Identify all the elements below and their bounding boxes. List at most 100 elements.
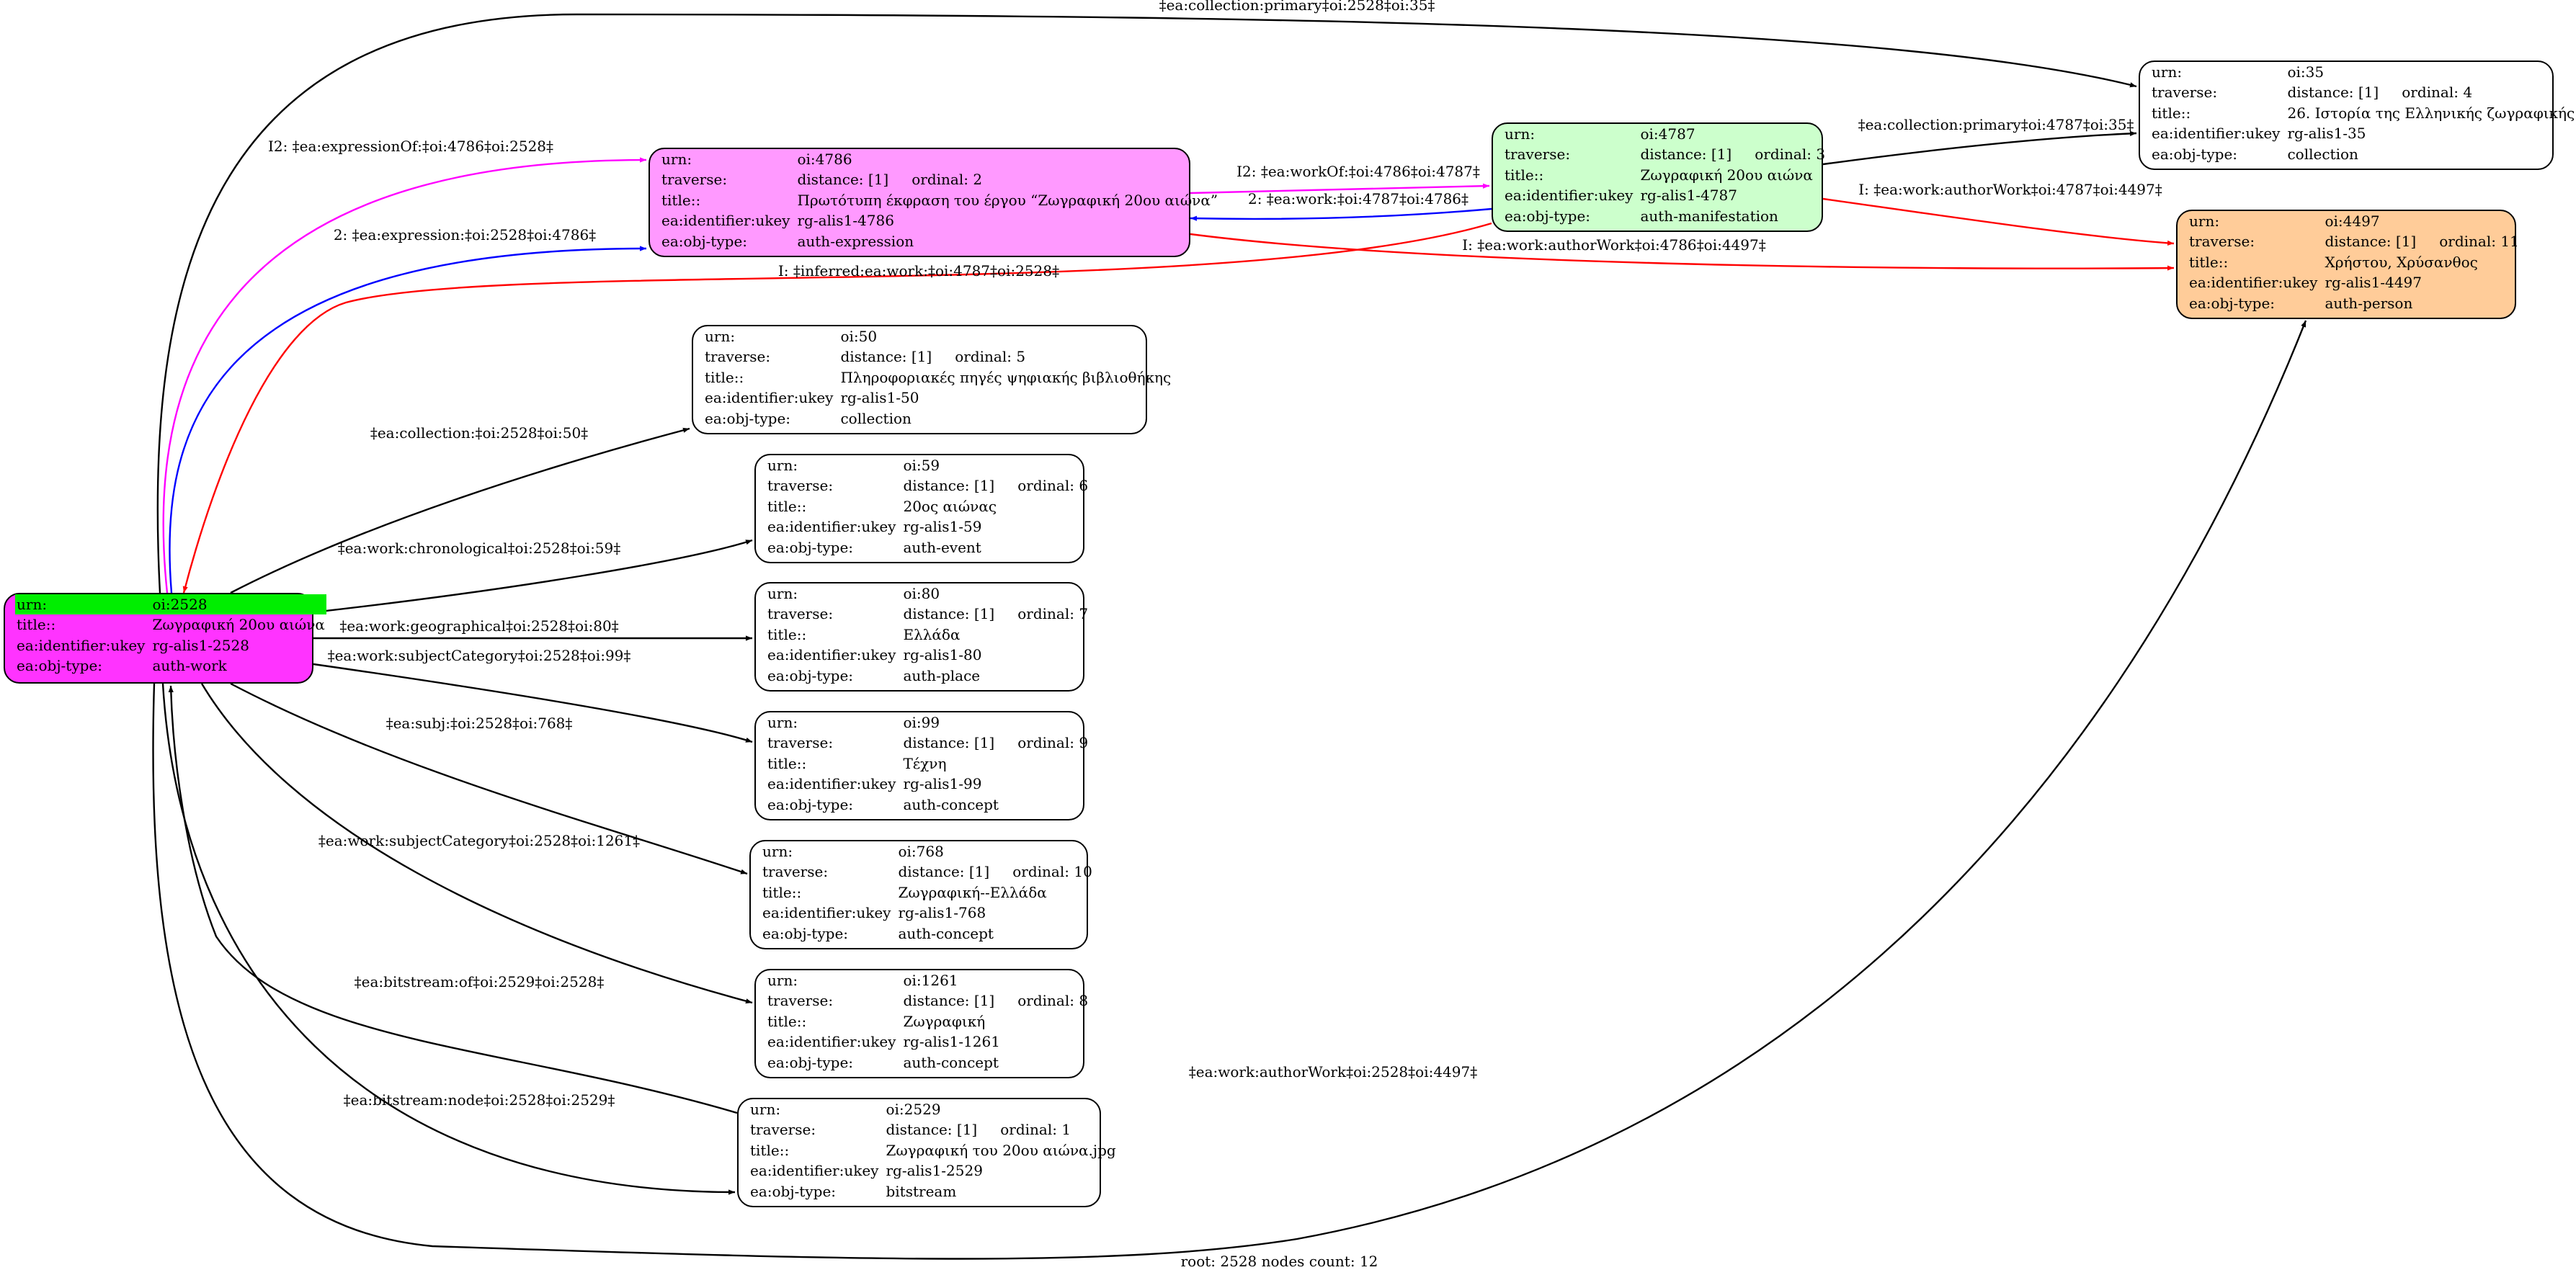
record-value: Χρήστου, Χρύσανθος: [2322, 252, 2520, 272]
record-value: rg-alis1-35: [2284, 123, 2576, 143]
record-value: Ζωγραφική 20ου αιώνα: [149, 614, 326, 635]
footer-summary: root: 2528 nodes count: 12: [1180, 1253, 1378, 1270]
record-ordinal: ordinal: 4: [2402, 84, 2473, 102]
record-value-text: rg-alis1-768: [898, 904, 986, 922]
edge-label: 2: ‡ea:expression:‡oi:2528‡oi:4786‡: [334, 226, 596, 243]
record-value-text: distance: [1]: [797, 171, 889, 189]
node-record-row: title::Χρήστου, Χρύσανθος: [2188, 252, 2521, 272]
node-record-row: urn:oi:4497: [2188, 211, 2521, 231]
record-key: ea:obj-type:: [2152, 145, 2238, 163]
record-value-text: rg-alis1-80: [903, 646, 982, 664]
node-record-row: title::Ζωγραφική--Ελλάδα: [761, 882, 1094, 903]
edge-label: ‡ea:collection:primary‡oi:4787‡oi:35‡: [1858, 116, 2134, 133]
record-value-text: auth-concept: [898, 924, 994, 942]
record-key: title::: [767, 497, 807, 515]
record-value-text: Ζωγραφική του 20ου αιώνα.jpg: [886, 1141, 1116, 1159]
record-value: auth-concept: [895, 923, 1093, 944]
edge-connector: [230, 427, 690, 594]
record-value: rg-alis1-99: [900, 774, 1089, 794]
record-value: oi:4787: [1637, 124, 1827, 144]
record-key: ea:identifier:ukey: [2152, 125, 2281, 143]
record-value: rg-alis1-1261: [900, 1032, 1089, 1052]
record-ordinal: ordinal: 2: [912, 171, 983, 189]
record-key: ea:identifier:ukey: [767, 1033, 896, 1051]
record-value-text: auth-event: [903, 538, 981, 556]
record-value-text: auth-place: [903, 666, 981, 684]
node-record-row: traverse:distance: [1]ordinal: 10: [761, 862, 1094, 882]
record-value-text: distance: [1]: [840, 348, 932, 366]
record-value-text: rg-alis1-99: [903, 775, 982, 793]
edge-connector: [156, 13, 2137, 594]
record-value: collection: [837, 408, 1172, 429]
record-value-text: 20ος αιώνας: [903, 497, 997, 515]
record-value: oi:99: [900, 712, 1089, 733]
record-ordinal: ordinal: 10: [1012, 863, 1092, 881]
record-value: distance: [1]ordinal: 10: [895, 862, 1093, 882]
record-key: ea:obj-type:: [750, 1182, 837, 1200]
node-record-row: urn:oi:80: [766, 583, 1089, 604]
record-key: traverse:: [661, 171, 728, 189]
record-value-text: auth-concept: [903, 795, 999, 813]
record-value: rg-alis1-59: [900, 516, 1089, 537]
edge-connector: [168, 685, 738, 1114]
node-record-row: traverse:distance: [1]ordinal: 7: [766, 604, 1089, 624]
edge-label: I: ‡ea:work:authorWork‡oi:4787‡oi:4497‡: [1858, 181, 2162, 198]
record-value-text: Ζωγραφική: [903, 1012, 986, 1030]
edge-label: ‡ea:bitstream:of‡oi:2529‡oi:2528‡: [355, 973, 605, 990]
node-record-row: urn:oi:35: [2150, 62, 2576, 82]
record-value-text: oi:768: [898, 843, 944, 860]
edge-connector: [169, 246, 647, 594]
edge-label: I2: ‡ea:expressionOf:‡oi:4786‡oi:2528‡: [268, 138, 553, 155]
node-record-row: ea:obj-type:collection: [703, 408, 1172, 429]
record-key: ea:identifier:ukey: [750, 1162, 879, 1180]
record-value-text: oi:35: [2287, 63, 2325, 81]
edge-connector: [1822, 130, 2137, 166]
record-key: title::: [762, 883, 802, 901]
record-ordinal: ordinal: 1: [1000, 1121, 1071, 1139]
record-key: ea:obj-type:: [2189, 294, 2276, 312]
record-key: title::: [705, 368, 744, 386]
record-key: ea:identifier:ukey: [705, 389, 834, 407]
record-value-text: rg-alis1-50: [840, 389, 919, 407]
node-record-row: ea:obj-type: auth-person: [2188, 293, 2521, 313]
edge-label: ‡ea:collection:primary‡oi:2528‡oi:35‡: [1159, 0, 1435, 14]
record-value-text: auth-expression: [797, 232, 914, 250]
record-value: rg-alis1-4787: [1637, 185, 1827, 205]
record-key: urn:: [705, 328, 736, 345]
record-value: auth-person: [2322, 293, 2520, 313]
record-value: Ζωγραφική του 20ου αιώνα.jpg: [883, 1140, 1117, 1160]
record-key: urn:: [661, 151, 692, 168]
record-value-text: oi:2528: [152, 596, 208, 613]
node-record-row: ea:obj-type:auth-event: [766, 537, 1089, 558]
edge-label: I: ‡ea:work:authorWork‡oi:4786‡oi:4497‡: [1462, 236, 1765, 254]
record-value: oi:80: [900, 583, 1089, 604]
record-value-text: bitstream: [886, 1182, 957, 1200]
record-value-text: distance: [1]: [903, 992, 995, 1010]
edge-connector: [1822, 197, 2175, 246]
record-value: oi:4497: [2322, 211, 2520, 231]
record-value-text: auth-work: [152, 657, 227, 675]
node-record-row: ea:obj-type: auth-work: [15, 656, 326, 676]
node-record-row: urn:oi:99: [766, 712, 1089, 733]
record-value-text: oi:99: [903, 714, 940, 731]
record-key: ea:obj-type:: [17, 657, 103, 675]
